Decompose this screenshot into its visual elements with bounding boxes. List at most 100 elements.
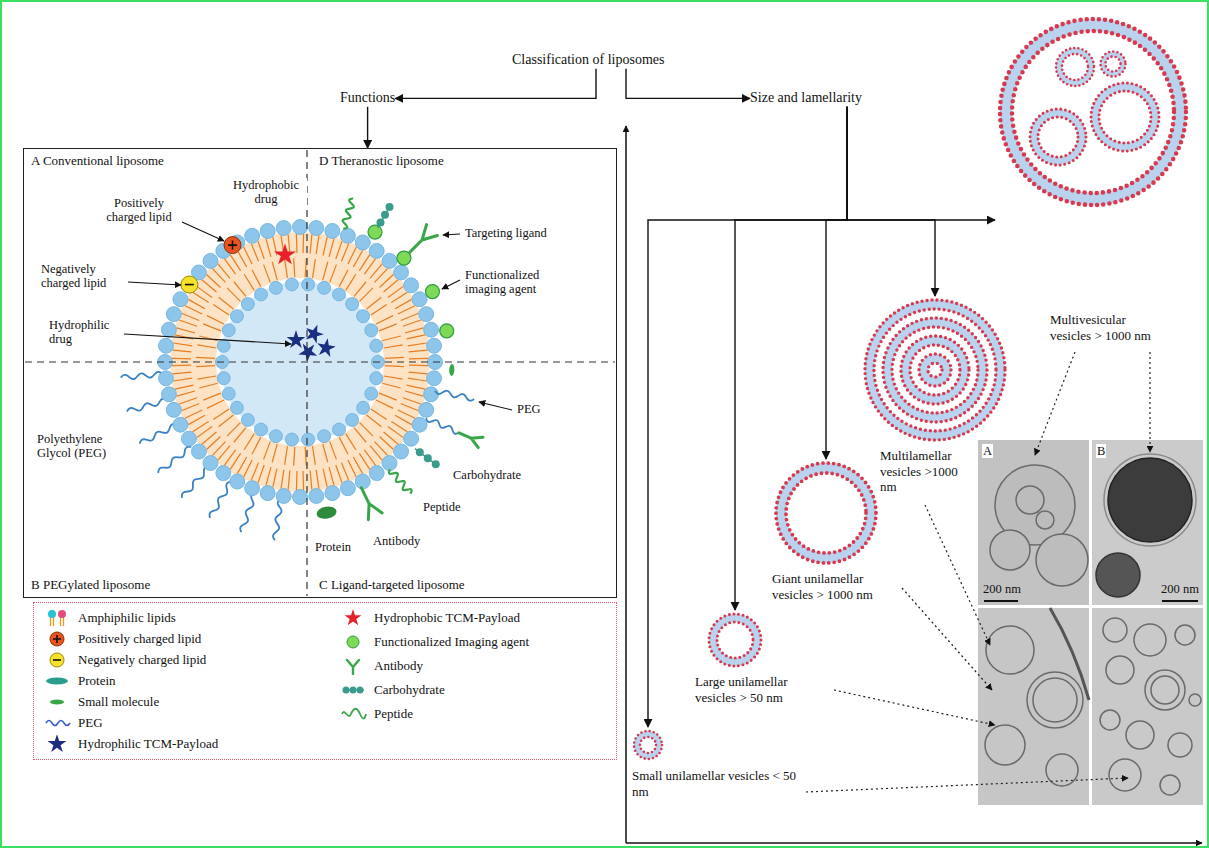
lipid-tails bbox=[329, 467, 334, 485]
lipid-heads bbox=[217, 339, 230, 352]
node-text: Multilamellar vesicles >1000 nm bbox=[880, 448, 975, 495]
callout-label: PEG bbox=[516, 402, 542, 416]
legend-entry: Antibody bbox=[340, 657, 423, 675]
lipid-tails bbox=[376, 316, 393, 324]
legend-symbol bbox=[44, 651, 72, 669]
lipid-tails bbox=[360, 423, 373, 437]
callout-label: Targeting ligand bbox=[464, 226, 576, 240]
legend-text: Negatively charged lipid bbox=[78, 652, 206, 668]
lipid-heads bbox=[276, 489, 291, 504]
vesicle-membrane bbox=[1106, 57, 1121, 72]
lipid-tails bbox=[346, 274, 356, 290]
quadrant-divider bbox=[306, 150, 307, 596]
lipid-tails bbox=[237, 457, 246, 474]
grid-edge bbox=[1050, 608, 1089, 700]
connector-arrow bbox=[826, 107, 847, 459]
vesicle-image bbox=[986, 626, 1034, 674]
peg-chain bbox=[273, 499, 281, 541]
legend-symbol bbox=[340, 705, 368, 723]
category-heading: Classification of liposomes bbox=[512, 52, 664, 69]
lipid-heads bbox=[346, 298, 359, 311]
connector-arrow bbox=[648, 107, 847, 727]
scale-label: 200 nm bbox=[982, 582, 1022, 596]
lipid-tails bbox=[316, 235, 319, 254]
vesicle-image bbox=[1189, 694, 1201, 706]
lipid-tails bbox=[370, 446, 382, 461]
peptide-coil bbox=[343, 198, 354, 228]
lipid-heads bbox=[269, 430, 282, 443]
lipid-heads bbox=[222, 324, 235, 337]
vesicle-membrane bbox=[1095, 87, 1155, 147]
lipid-tails bbox=[316, 470, 319, 489]
legend-symbol bbox=[44, 735, 72, 753]
vesicle-membrane bbox=[1006, 25, 1180, 199]
lipid-tails bbox=[382, 336, 400, 341]
lipid-heads bbox=[230, 474, 245, 489]
lipid-tails bbox=[323, 444, 328, 462]
lipid-tails bbox=[367, 415, 382, 427]
lipid-tails bbox=[384, 280, 399, 292]
lipid-heads bbox=[427, 338, 442, 353]
callout-label: Hydrophilic drug bbox=[48, 318, 122, 347]
peg-chain bbox=[158, 447, 191, 473]
lipid-heads bbox=[260, 223, 275, 238]
lipid-tails bbox=[272, 262, 277, 280]
legend-text: Hydrophilic TCM-Payload bbox=[78, 736, 218, 752]
legend-text: Functionalized Imaging agent bbox=[374, 634, 529, 650]
node-text: Large unilamellar vesicles > 50 nm bbox=[695, 674, 825, 705]
callout-arrow bbox=[124, 334, 291, 344]
lipid-tails bbox=[367, 297, 382, 309]
branch-heading: Size and lamellarity bbox=[750, 90, 862, 107]
lipid-tails bbox=[384, 345, 403, 348]
carbohydrate-bead bbox=[432, 460, 440, 468]
lipid-tails bbox=[179, 398, 197, 404]
vesicle-membrane bbox=[928, 363, 942, 377]
lipid-tails bbox=[388, 426, 403, 437]
lipid-heads bbox=[166, 402, 181, 417]
vesicle-image bbox=[1033, 678, 1077, 722]
lipid-heads bbox=[217, 372, 230, 385]
lipid-tails bbox=[341, 463, 348, 481]
connector-arrow bbox=[847, 107, 995, 220]
lipid-tails bbox=[401, 313, 419, 320]
lipid-tails bbox=[346, 434, 356, 450]
quadrant-divider bbox=[25, 361, 615, 362]
vesicle-drawing bbox=[863, 296, 1008, 444]
micrograph-panel bbox=[1092, 608, 1203, 805]
lipid-heads bbox=[245, 228, 260, 243]
node-text: Giant unilamellar vesicles > 1000 nm bbox=[772, 571, 897, 602]
lipid-tails bbox=[199, 383, 217, 388]
lipid-tails bbox=[323, 469, 327, 488]
lipid-tails bbox=[305, 447, 306, 466]
callout-label: Negatively charged lipid bbox=[40, 262, 126, 291]
node-text: Size and lamellarity bbox=[750, 90, 862, 107]
lipid-tails bbox=[258, 241, 264, 259]
legend-symbol bbox=[347, 660, 359, 674]
lipid-heads bbox=[333, 423, 346, 436]
legend-symbol bbox=[344, 609, 361, 625]
lipid-heads bbox=[394, 444, 409, 459]
lipid-heads bbox=[318, 430, 331, 443]
callout-label: Protein bbox=[314, 540, 352, 554]
lipid-tails bbox=[398, 410, 415, 418]
negative-lipid bbox=[181, 276, 198, 293]
vesicle-image bbox=[1134, 624, 1166, 656]
lipid-tails bbox=[264, 442, 271, 460]
legend-symbol bbox=[58, 610, 66, 618]
leader-line bbox=[925, 505, 990, 645]
lipid-tails bbox=[354, 282, 366, 297]
legend-entry: Negatively charged lipid bbox=[44, 651, 206, 669]
legend-text: PEG bbox=[78, 715, 103, 731]
scale-bar bbox=[1162, 600, 1198, 602]
lipid-tails bbox=[197, 286, 212, 297]
legend-entry: Positively charged lipid bbox=[44, 630, 201, 648]
lipid-tails bbox=[197, 345, 216, 348]
node-text: Functions bbox=[340, 90, 395, 107]
lipid-tails bbox=[405, 391, 423, 396]
lipid-heads bbox=[333, 288, 346, 301]
legend-symbol bbox=[347, 636, 359, 648]
imaging-agent bbox=[368, 225, 382, 239]
lipid-tails bbox=[380, 437, 394, 450]
lipid-heads bbox=[161, 322, 176, 337]
